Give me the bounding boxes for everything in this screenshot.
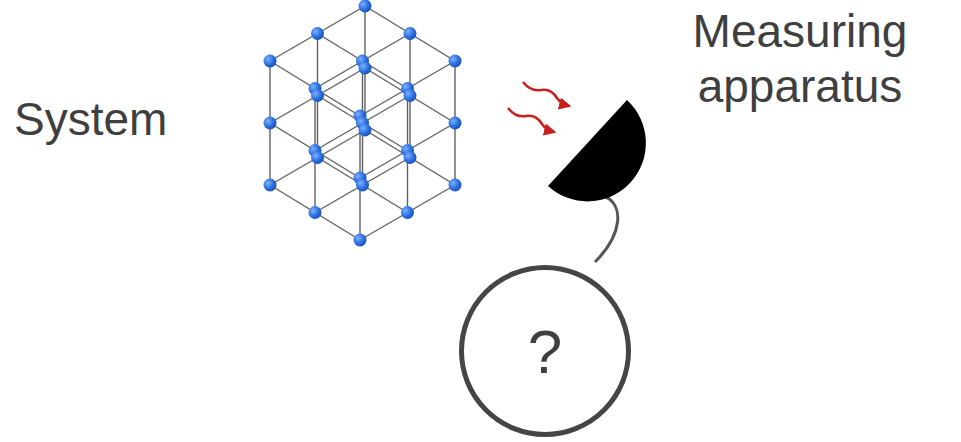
lattice-bond xyxy=(360,89,408,117)
detector-symbol xyxy=(548,100,646,201)
lattice-bond xyxy=(270,34,318,62)
lattice-site xyxy=(264,117,277,130)
lattice-bond xyxy=(318,130,366,158)
lattice-site xyxy=(264,179,277,192)
lattice-site xyxy=(449,55,462,68)
lattice-bond xyxy=(269,123,270,185)
lattice-bond xyxy=(315,123,363,151)
lattice-site xyxy=(449,117,462,130)
lattice-bond xyxy=(410,96,455,124)
lattice-site xyxy=(404,151,417,164)
lattice-site xyxy=(311,89,324,102)
lattice-bond xyxy=(408,61,456,89)
lattice-site xyxy=(359,124,372,137)
lattice-bond xyxy=(318,6,366,34)
node-text: ? xyxy=(528,316,562,387)
readout-circle: ? xyxy=(459,265,631,437)
lattice-bond xyxy=(270,185,315,213)
lattice-site xyxy=(311,151,324,164)
lattice-site xyxy=(404,27,417,40)
lattice-site xyxy=(401,206,414,219)
incoming-photon xyxy=(508,108,554,132)
lattice-bond xyxy=(363,96,411,124)
lattice-site xyxy=(449,179,462,192)
lattice-site xyxy=(359,0,372,13)
lattice-site xyxy=(356,179,369,192)
lattice-site xyxy=(404,89,417,102)
lattice-cube xyxy=(264,0,462,247)
lattice-site xyxy=(359,62,372,75)
lattice-site xyxy=(311,27,324,40)
lattice-site xyxy=(354,234,367,247)
lattice-bond xyxy=(269,61,270,123)
lattice-bond xyxy=(454,123,455,185)
lattice-bond xyxy=(315,61,363,89)
lattice-bond xyxy=(363,34,411,62)
incoming-photon xyxy=(523,82,569,106)
lattice-bond xyxy=(365,6,410,34)
caption-label: Measuring apparatus xyxy=(646,4,954,114)
lattice-bond xyxy=(315,185,363,213)
lattice-bond xyxy=(363,185,408,213)
detector-wire xyxy=(595,196,618,262)
lattice-bond xyxy=(454,61,455,123)
lattice-bond xyxy=(270,61,315,89)
lattice-bond xyxy=(408,123,456,151)
caption-label: System xyxy=(14,92,214,147)
lattice-bond xyxy=(318,68,366,96)
lattice-bond xyxy=(315,213,360,241)
lattice-bond xyxy=(270,123,315,151)
lattice-site xyxy=(264,55,277,68)
lattice-site xyxy=(309,206,322,219)
lattice-bond xyxy=(410,34,455,62)
lattice-bond xyxy=(270,158,318,186)
lattice-bond xyxy=(408,185,456,213)
lattice-bond xyxy=(410,158,455,186)
lattice-bond xyxy=(270,96,318,124)
lattice-bond xyxy=(363,158,411,186)
lattice-bond xyxy=(318,34,363,62)
lattice-bond xyxy=(360,213,408,241)
lattice-bond xyxy=(360,151,408,179)
